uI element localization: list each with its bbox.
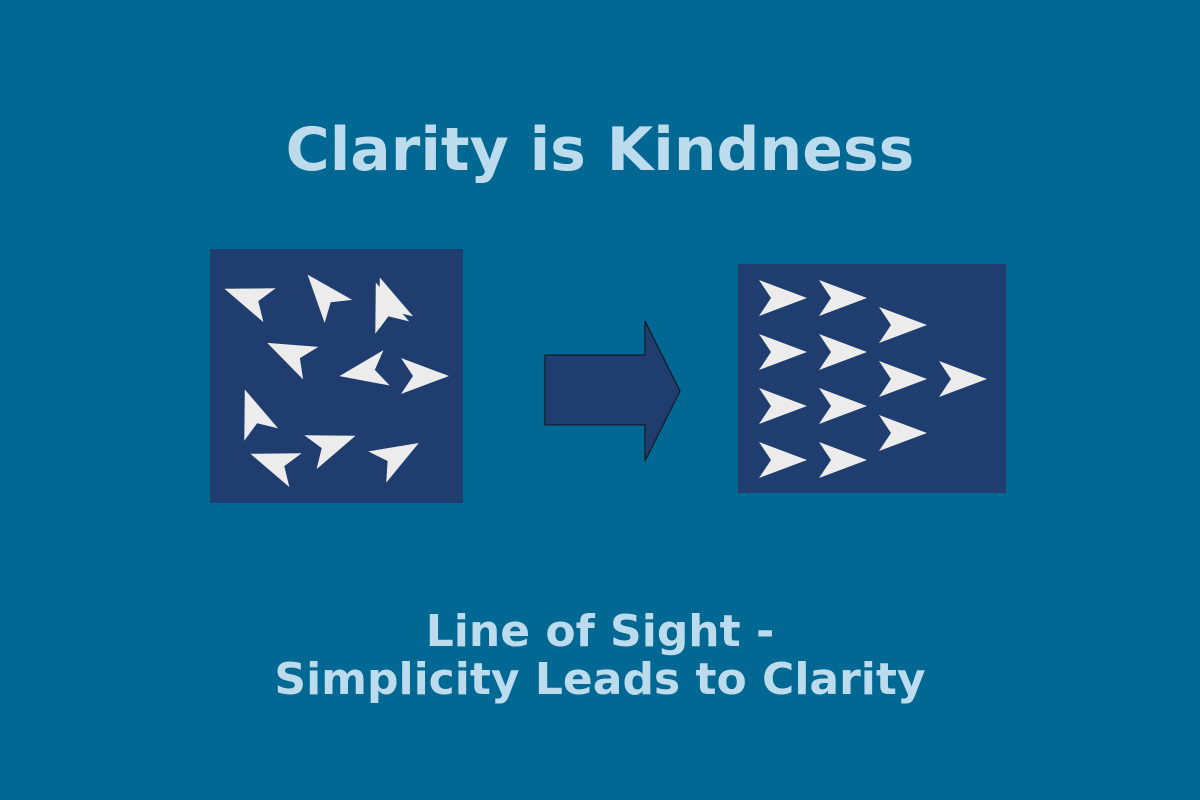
chevron-arrow-icon	[368, 443, 419, 483]
chevron-arrow-icon	[759, 442, 807, 478]
transition-arrow	[544, 320, 681, 462]
scattered-chevrons	[224, 274, 449, 488]
subtitle-line-1: Line of Sight -	[425, 606, 775, 657]
chevron-arrow-icon	[307, 274, 353, 323]
chevron-arrow-icon	[304, 435, 356, 470]
subtitle: Line of Sight - Simplicity Leads to Clar…	[0, 608, 1200, 704]
chevron-arrow-icon	[879, 307, 927, 343]
chevron-arrow-icon	[224, 288, 276, 323]
chevron-arrow-icon	[267, 342, 319, 380]
chevron-arrow-icon	[879, 415, 927, 451]
chevron-arrow-icon	[759, 280, 807, 316]
chevron-arrow-icon	[939, 361, 987, 397]
chevron-arrow-icon	[339, 350, 390, 386]
aligned-chevrons	[759, 280, 987, 478]
chevron-arrow-icon	[819, 442, 867, 478]
page-title: Clarity is Kindness	[285, 115, 915, 185]
chevron-arrow-icon	[244, 389, 279, 441]
chevron-arrow-icon	[401, 358, 449, 394]
chevron-arrow-icon	[759, 334, 807, 370]
chevron-arrow-icon	[879, 361, 927, 397]
chevron-arrow-icon	[250, 453, 302, 488]
chevron-arrow-icon	[375, 282, 410, 334]
chevron-arrow-icon	[819, 280, 867, 316]
chevron-arrow-icon	[819, 388, 867, 424]
subtitle-line-2: Simplicity Leads to Clarity	[274, 654, 926, 705]
chevron-arrow-icon	[759, 388, 807, 424]
chevron-arrow-icon	[819, 334, 867, 370]
